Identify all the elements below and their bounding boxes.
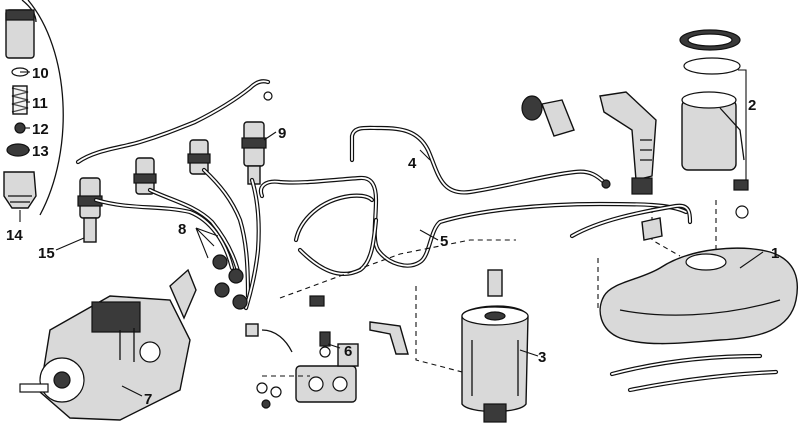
hose-clip (245, 323, 259, 337)
tank-sender-opening (685, 253, 727, 271)
bleed-screw (263, 91, 273, 101)
filler-neck (521, 91, 693, 241)
pipe-union-1 (212, 254, 228, 270)
callout-8: 8 (178, 221, 186, 238)
locking-ring-inner (687, 33, 733, 47)
pipe-union-4 (232, 294, 248, 310)
short-hose (261, 329, 293, 353)
pump-lever (169, 268, 197, 320)
spring-seat-part (14, 122, 26, 134)
callout-2: 2 (748, 97, 756, 114)
filler-seal (541, 99, 575, 137)
callout-6: 6 (344, 343, 352, 360)
injection-pump (19, 268, 197, 421)
spring-outline (12, 85, 28, 115)
fuel-filter (461, 269, 529, 423)
callout-12: 12 (32, 121, 49, 138)
callout-13: 13 (32, 143, 49, 160)
injector-pipes (93, 167, 261, 311)
washer-small (261, 399, 271, 409)
callout-1: 1 (771, 245, 779, 262)
filler-pipe-clamp (631, 177, 653, 195)
filter-drain (483, 403, 507, 423)
pipe-union-2 (228, 268, 244, 284)
filler-pipe (599, 91, 657, 181)
leader-1 (739, 251, 764, 269)
filter-connector (487, 269, 503, 297)
callout-10: 10 (32, 65, 49, 82)
leader-15 (55, 237, 85, 251)
nut-2 (270, 386, 282, 398)
filter-head-assembly (245, 295, 409, 409)
tank-grommet (641, 217, 663, 241)
injector-detail-inset (3, 0, 64, 216)
fuel-supply-pipe (349, 125, 611, 195)
filter-highlight (471, 340, 519, 396)
supply-pipe-end (601, 179, 611, 189)
sender-top (681, 91, 737, 109)
pump-solenoid (139, 341, 161, 363)
leader-9 (263, 131, 277, 141)
sender-float-arm (719, 107, 745, 161)
leader-7 (121, 385, 143, 397)
callout-15: 15 (38, 245, 55, 262)
sealing-washer (319, 346, 331, 358)
tank-sender-unit (679, 29, 749, 219)
leader-2 (738, 69, 747, 181)
sender-connector (733, 179, 749, 191)
callout-14: 14 (6, 227, 23, 244)
leader-6 (327, 343, 341, 349)
nozzle-nut-thread (8, 195, 32, 203)
fuel-tank (599, 247, 799, 393)
mounting-bracket (369, 321, 409, 355)
injector-2-nut (133, 173, 157, 184)
leader-8 (195, 227, 219, 259)
filler-pipe-ribs (640, 139, 652, 161)
injector-left-nozzle (83, 217, 97, 243)
banjo-bolt (319, 331, 331, 347)
filter-head-block (295, 365, 357, 403)
nut-1 (256, 382, 268, 394)
callout-11: 11 (32, 95, 48, 112)
callout-7: 7 (144, 391, 152, 408)
inset-boundary-curve (27, 0, 64, 216)
sender-grommet (735, 205, 749, 219)
leader-lines (19, 69, 764, 397)
fuel-return-pipe (258, 175, 689, 276)
filter-head-bracket (337, 343, 359, 367)
injector-9-nut (241, 137, 267, 149)
filter-head-port-2 (332, 376, 348, 392)
tank-seam (619, 299, 781, 316)
leader-5 (419, 229, 439, 241)
spacer-part (6, 143, 30, 157)
nozzle-nut-part (3, 171, 37, 209)
callout-4: 4 (408, 155, 417, 172)
leader-3 (519, 349, 539, 357)
injectors-group (77, 121, 267, 243)
pipe-union-3 (214, 282, 230, 298)
filter-head-port-1 (308, 376, 324, 392)
spring-part (11, 87, 29, 113)
leak-off-line (75, 79, 273, 165)
pump-head (91, 301, 141, 333)
callout-3: 3 (538, 349, 546, 366)
injector-3-nut (187, 153, 211, 164)
pump-ribs (119, 328, 135, 362)
filter-center-port (484, 311, 506, 321)
sender-body (681, 99, 737, 171)
injector-holder-cap (5, 9, 35, 21)
callout-labels: 1 2 3 4 5 6 7 8 9 10 11 12 13 14 15 (6, 65, 779, 408)
filler-cap (521, 95, 543, 121)
union-fitting (309, 295, 325, 307)
callout-5: 5 (440, 233, 448, 250)
pump-drive-shaft (19, 383, 49, 393)
pump-drive-hub (53, 371, 71, 389)
callout-9: 9 (278, 125, 286, 142)
leader-4 (419, 149, 431, 161)
sender-seal (683, 57, 741, 75)
tank-shell (599, 247, 799, 345)
